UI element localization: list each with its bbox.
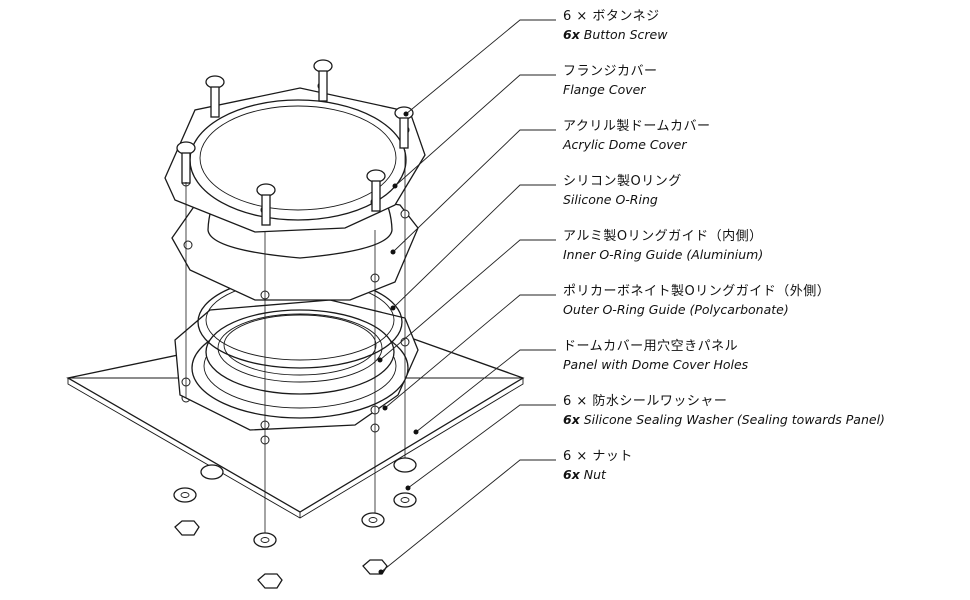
washers-and-nuts	[173, 457, 417, 589]
label-jp: アクリル製ドームカバー	[563, 119, 711, 134]
label-count: 6x	[563, 467, 580, 482]
label-en: Inner O-Ring Guide (Aluminium)	[563, 247, 764, 262]
label-jp: シリコン製Oリング	[563, 174, 682, 189]
label-en: Nut	[583, 467, 606, 482]
label-sealing-washer: 6 × 防水シールワッシャー 6x Silicone Sealing Washe…	[563, 393, 885, 429]
label-nut: 6 × ナット 6x Nut	[563, 448, 633, 484]
label-en: Button Screw	[583, 27, 668, 42]
label-jp: ドームカバー用穴空きパネル	[563, 339, 739, 354]
label-acrylic-dome-cover: アクリル製ドームカバー Acrylic Dome Cover	[563, 118, 710, 154]
button-screws	[176, 59, 414, 226]
label-en: Outer O-Ring Guide (Polycarbonate)	[563, 302, 789, 317]
label-count: 6x	[563, 27, 580, 42]
label-jp: ポリカーボネイト製Oリングガイド（外側）	[563, 284, 831, 299]
label-button-screw: 6 × ボタンネジ 6x Button Screw	[563, 8, 667, 44]
label-jp: 6 × 防水シールワッシャー	[563, 394, 728, 409]
assembly-axis-lines	[185, 150, 406, 535]
label-en: Flange Cover	[563, 82, 646, 97]
label-count: 6x	[563, 412, 580, 427]
inner-o-ring-guide	[205, 309, 395, 395]
label-outer-o-ring-guide: ポリカーボネイト製Oリングガイド（外側） Outer O-Ring Guide …	[563, 283, 830, 319]
label-en: Acrylic Dome Cover	[563, 137, 687, 152]
label-flange-cover: フランジカバー Flange Cover	[563, 63, 658, 99]
label-silicone-o-ring: シリコン製Oリング Silicone O-Ring	[563, 173, 682, 209]
label-en: Panel with Dome Cover Holes	[563, 357, 749, 372]
label-jp: 6 × ナット	[563, 449, 633, 464]
label-inner-o-ring-guide: アルミ製Oリングガイド（内側） Inner O-Ring Guide (Alum…	[563, 228, 763, 264]
label-jp: 6 × ボタンネジ	[563, 9, 660, 24]
leader-lines	[377, 19, 556, 575]
label-en: Silicone O-Ring	[563, 192, 658, 207]
label-panel: ドームカバー用穴空きパネル Panel with Dome Cover Hole…	[563, 338, 748, 374]
flange-cover	[164, 81, 426, 233]
label-jp: フランジカバー	[563, 64, 658, 79]
label-jp: アルミ製Oリングガイド（内側）	[563, 229, 763, 244]
label-en: Silicone Sealing Washer (Sealing towards…	[583, 412, 885, 427]
